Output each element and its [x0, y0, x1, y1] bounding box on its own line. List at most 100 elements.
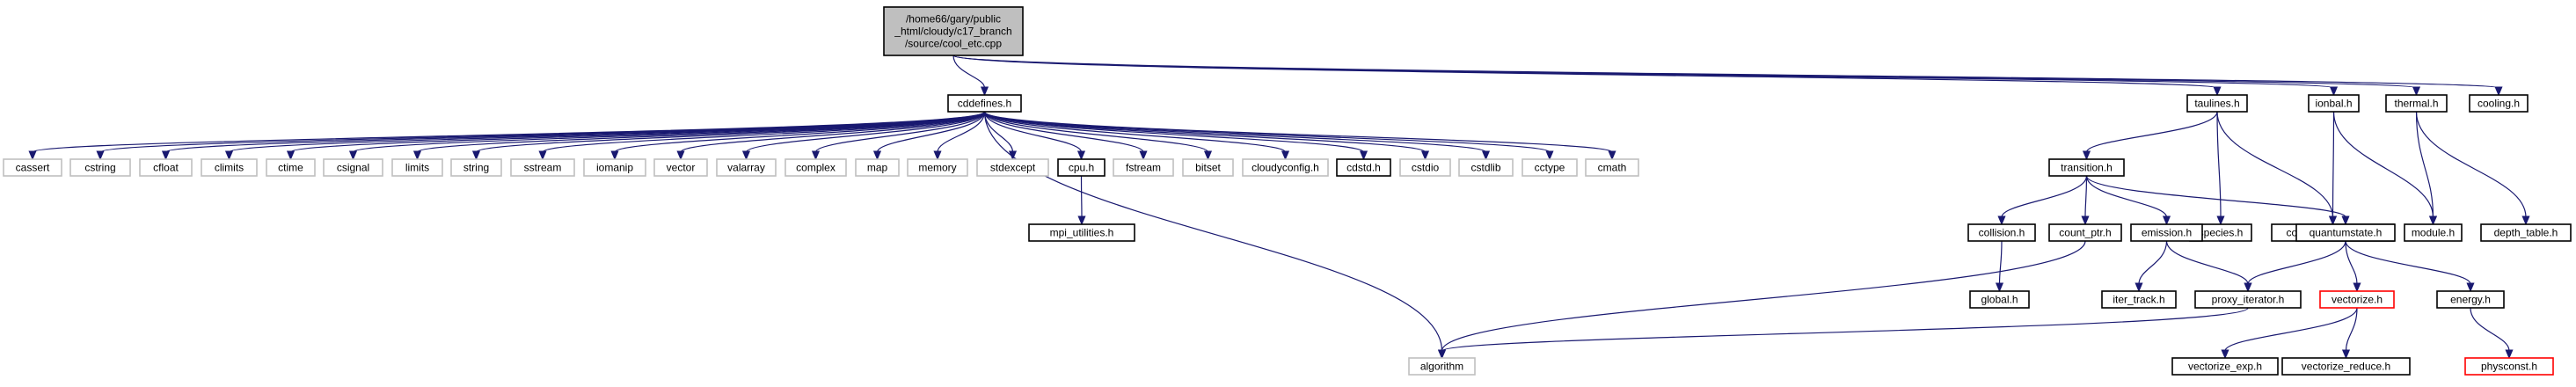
- edge-line: [2470, 307, 2510, 352]
- node-vectorize[interactable]: vectorize.h: [2319, 290, 2395, 309]
- node-transition[interactable]: transition.h: [2048, 158, 2125, 177]
- node-valarray[interactable]: valarray: [716, 158, 777, 177]
- node-box: [1967, 223, 2036, 242]
- node-box: [2464, 357, 2554, 376]
- node-cstring[interactable]: cstring: [69, 158, 131, 177]
- edge-root-to-taulines: [952, 55, 2222, 97]
- node-collision[interactable]: collision.h: [1967, 223, 2036, 242]
- edge-line: [2165, 240, 2249, 285]
- edge-arrowhead: [1437, 349, 1447, 360]
- node-cdstd[interactable]: cdstd.h: [1336, 158, 1391, 177]
- node-mpi_utilities[interactable]: mpi_utilities.h: [1028, 223, 1135, 242]
- node-algorithm[interactable]: algorithm: [1408, 357, 1476, 376]
- node-cfloat[interactable]: cfloat: [139, 158, 193, 177]
- node-box: [391, 158, 443, 177]
- node-physconst[interactable]: physconst.h: [2464, 357, 2554, 376]
- node-module[interactable]: module.h: [2404, 223, 2463, 242]
- node-vectorize_reduce[interactable]: vectorize_reduce.h: [2281, 357, 2411, 376]
- node-thermal[interactable]: thermal.h: [2385, 94, 2448, 113]
- edge-cddefines-to-map: [872, 111, 986, 161]
- node-label: cstdlib: [1470, 162, 1500, 174]
- node-label: algorithm: [1420, 361, 1463, 373]
- edge-line: [952, 55, 2418, 89]
- node-box: [907, 158, 968, 177]
- edge-cddefines-to-bitset: [983, 111, 1213, 161]
- edge-cddefines-to-memory: [933, 111, 986, 161]
- nodes-layer: /home66/gary/public_html/cloudy/c17_bran…: [3, 6, 2572, 376]
- node-taulines[interactable]: taulines.h: [2186, 94, 2248, 113]
- node-complex[interactable]: complex: [784, 158, 847, 177]
- node-label: vectorize_exp.h: [2188, 361, 2262, 373]
- node-vectorize_exp[interactable]: vectorize_exp.h: [2171, 357, 2279, 376]
- node-cassert[interactable]: cassert: [3, 158, 62, 177]
- edge-taulines-to-transition: [2082, 111, 2218, 161]
- edge-thermal-to-depth_table: [2415, 111, 2530, 226]
- node-box: [1969, 290, 2030, 309]
- edge-arrowhead: [980, 86, 989, 97]
- edge-arrowhead: [348, 150, 358, 161]
- edge-arrowhead: [2412, 86, 2421, 97]
- node-cctype[interactable]: cctype: [1522, 158, 1578, 177]
- node-cstdlib[interactable]: cstdlib: [1458, 158, 1514, 177]
- edge-arrowhead: [471, 150, 481, 161]
- edge-vectorize-to-vectorize_reduce: [2341, 307, 2358, 360]
- node-vector[interactable]: vector: [653, 158, 708, 177]
- edge-line: [475, 111, 986, 153]
- edge-arrowhead: [811, 150, 821, 161]
- edge-line: [2247, 240, 2346, 285]
- edge-line: [2216, 111, 2222, 218]
- node-ctime[interactable]: ctime: [266, 158, 316, 177]
- node-depth_table[interactable]: depth_table.h: [2480, 223, 2572, 242]
- node-proxy_iterator[interactable]: proxy_iterator.h: [2194, 290, 2302, 309]
- node-map[interactable]: map: [855, 158, 900, 177]
- node-box: [2194, 290, 2302, 309]
- node-box: [510, 158, 575, 177]
- node-cstdio[interactable]: cstdio: [1399, 158, 1451, 177]
- node-climits[interactable]: climits: [201, 158, 258, 177]
- node-fstream[interactable]: fstream: [1113, 158, 1174, 177]
- node-stdexcept[interactable]: stdexcept: [976, 158, 1049, 177]
- node-iter_track[interactable]: iter_track.h: [2101, 290, 2177, 309]
- node-box: [450, 158, 502, 177]
- node-root[interactable]: /home66/gary/public_html/cloudy/c17_bran…: [883, 6, 1024, 56]
- node-species[interactable]: species.h: [2189, 223, 2252, 242]
- node-limits[interactable]: limits: [391, 158, 443, 177]
- node-string[interactable]: string: [450, 158, 502, 177]
- edge-line: [2224, 307, 2358, 352]
- node-cddefines[interactable]: cddefines.h: [947, 94, 1022, 113]
- node-box: [201, 158, 258, 177]
- edge-line: [983, 111, 1209, 153]
- node-box: [1028, 223, 1135, 242]
- node-emission[interactable]: emission.h: [2130, 223, 2203, 242]
- node-csignal[interactable]: csignal: [323, 158, 383, 177]
- node-cmath[interactable]: cmath: [1585, 158, 1639, 177]
- node-iomanip[interactable]: iomanip: [583, 158, 646, 177]
- edge-cddefines-to-cstdio: [983, 111, 1430, 161]
- node-memory[interactable]: memory: [907, 158, 968, 177]
- node-cloudyconfig[interactable]: cloudyconfig.h: [1242, 158, 1329, 177]
- node-count_ptr[interactable]: count_ptr.h: [2048, 223, 2122, 242]
- edge-arrowhead: [2341, 215, 2350, 226]
- edge-arrowhead: [286, 150, 296, 161]
- edge-line: [2345, 240, 2358, 285]
- node-box: [2130, 223, 2203, 242]
- edge-arrowhead: [1608, 150, 1616, 161]
- node-bitset[interactable]: bitset: [1182, 158, 1234, 177]
- node-energy[interactable]: energy.h: [2436, 290, 2505, 309]
- node-box: [883, 6, 1024, 56]
- edge-line: [983, 111, 1613, 153]
- node-global[interactable]: global.h: [1969, 290, 2030, 309]
- node-box: [716, 158, 777, 177]
- node-cooling[interactable]: cooling.h: [2469, 94, 2529, 113]
- node-label: global.h: [1981, 294, 2018, 306]
- node-box: [976, 158, 1049, 177]
- node-label: vectorize.h: [2332, 294, 2383, 306]
- node-ionbal[interactable]: ionbal.h: [2308, 94, 2360, 113]
- edge-line: [2332, 111, 2434, 218]
- edge-line: [983, 111, 1365, 153]
- node-quantumstate[interactable]: quantumstate.h: [2295, 223, 2396, 242]
- node-cpu[interactable]: cpu.h: [1057, 158, 1106, 177]
- edge-proxy_iterator-to-algorithm: [1437, 307, 2249, 360]
- node-sstream[interactable]: sstream: [510, 158, 575, 177]
